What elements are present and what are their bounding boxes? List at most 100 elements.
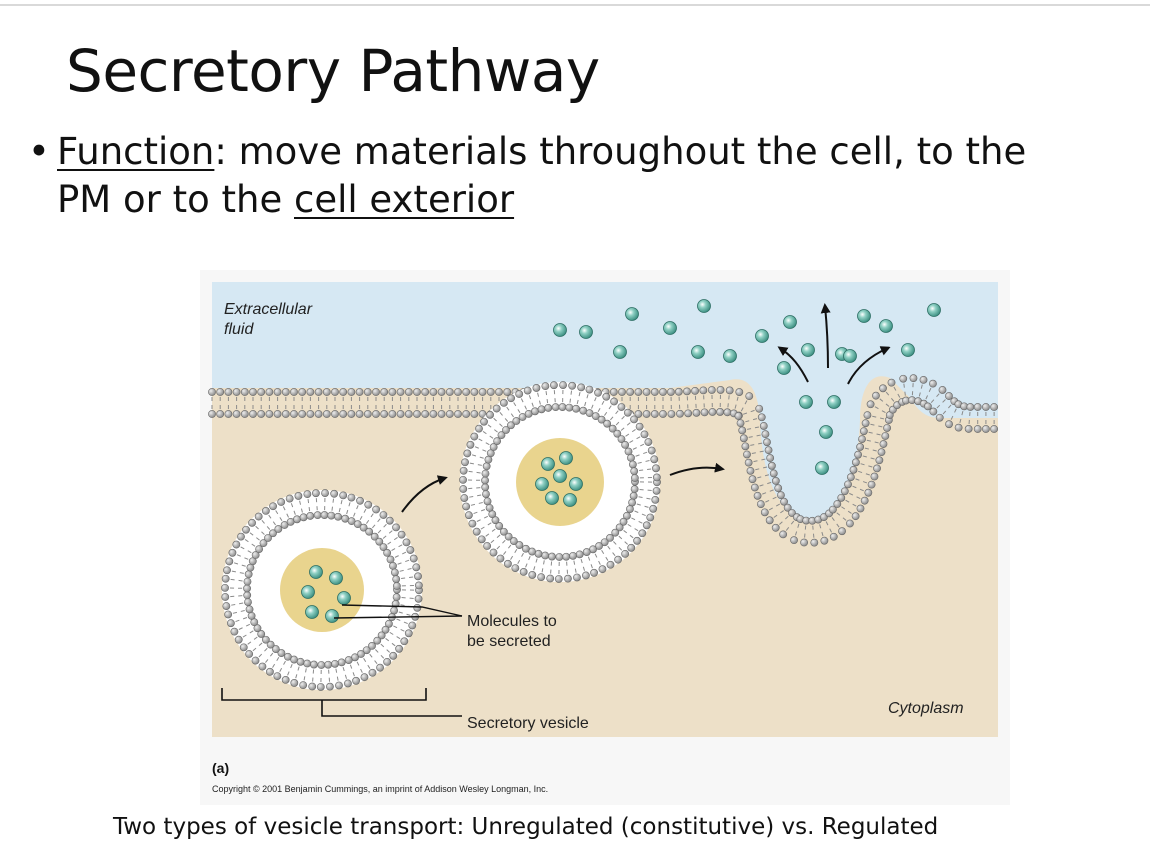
lipid-head	[692, 408, 701, 417]
lipid-head	[379, 543, 388, 552]
lipid-head	[271, 645, 280, 653]
lipid-head	[788, 509, 796, 517]
lipid-head	[390, 606, 399, 615]
lipid-head	[317, 661, 326, 669]
lipid-head	[243, 577, 252, 586]
lipid-head	[691, 386, 699, 395]
lipid-head	[532, 384, 541, 392]
lipid-head	[982, 403, 990, 411]
lipid-head	[846, 473, 855, 482]
lipid-head	[281, 388, 290, 396]
lipid-head	[875, 456, 884, 465]
lipid-head	[945, 420, 953, 429]
lipid-head	[483, 497, 492, 506]
lipid-head	[864, 488, 873, 497]
lipid-head	[652, 464, 660, 473]
lipid-head	[331, 388, 339, 396]
lipid-head	[497, 431, 506, 440]
lipid-head	[365, 527, 374, 536]
lipid-head	[363, 410, 372, 418]
lipid-head	[310, 660, 318, 669]
secreted-molecule	[799, 395, 813, 409]
lipid-head	[265, 410, 274, 418]
lipid-head	[466, 440, 475, 449]
lipid-head	[232, 540, 241, 549]
lipid-head	[228, 548, 237, 557]
secreted-molecule	[879, 319, 893, 333]
lipid-head	[470, 410, 479, 418]
lipid-head	[368, 668, 377, 677]
lipid-head	[254, 512, 263, 521]
lipid-head	[396, 388, 405, 396]
label-cytoplasm: Cytoplasm	[888, 700, 964, 717]
lipid-head	[537, 573, 546, 582]
lipid-head	[990, 403, 999, 411]
lipid-head	[478, 410, 487, 418]
lipid-head	[929, 407, 938, 416]
lipid-head	[306, 410, 315, 418]
lipid-head	[833, 500, 842, 508]
lipid-head	[459, 475, 467, 484]
lipid-head	[515, 541, 524, 549]
lipid-head	[537, 405, 546, 414]
lipid-head	[881, 432, 890, 440]
lipid-head	[232, 388, 241, 396]
lipid-head	[572, 404, 580, 413]
lipid-head	[347, 517, 356, 526]
lipid-head	[496, 554, 505, 563]
lipid-head	[558, 403, 567, 411]
lipid-head	[938, 386, 947, 394]
lipid-head	[389, 651, 398, 660]
panel-letter: (a)	[212, 760, 229, 776]
lipid-head	[273, 410, 282, 418]
bullet-line1-rest: : move materials throughout the cell, to…	[214, 130, 1027, 173]
lipid-head	[331, 410, 339, 418]
lipid-head	[738, 426, 747, 435]
lipid-head	[640, 430, 649, 439]
vesicle-lumen	[280, 548, 364, 632]
lipid-head	[872, 391, 880, 400]
lipid-head	[982, 425, 990, 433]
lipid-head	[459, 466, 468, 475]
lipid-head	[783, 503, 792, 512]
lipid-head	[746, 466, 755, 475]
lipid-head	[462, 410, 471, 418]
lipid-head	[863, 411, 872, 420]
lipid-head	[723, 408, 732, 417]
lipid-head	[266, 667, 274, 676]
lipid-head	[646, 513, 655, 522]
lipid-head	[462, 388, 471, 396]
lipid-head	[651, 496, 660, 504]
lipid-head	[460, 494, 469, 502]
lipid-heads	[221, 489, 423, 691]
secreted-molecule	[927, 303, 941, 317]
lipid-head	[590, 568, 598, 577]
lipid-heads	[459, 381, 661, 583]
lipid-head	[647, 446, 656, 455]
lipid-head	[402, 538, 411, 547]
lipid-head	[257, 388, 266, 396]
lipid-head	[879, 384, 887, 393]
lipid-tails	[229, 498, 415, 683]
lipid-head	[223, 566, 231, 575]
lipid-head	[293, 515, 301, 524]
lipid-head	[769, 469, 778, 478]
secreted-molecule	[783, 315, 797, 329]
lipid-head	[744, 458, 753, 467]
lipid-head	[216, 388, 225, 396]
lipid-head	[296, 657, 305, 666]
lipid-head	[667, 410, 676, 418]
secretory-vesicle-free	[221, 489, 423, 691]
vesicle-bracket	[221, 688, 427, 701]
lipid-head	[337, 658, 346, 667]
lipid-head	[600, 538, 609, 547]
lipid-head	[642, 388, 651, 396]
lipid-head	[628, 498, 637, 507]
lipid-head	[472, 527, 481, 536]
lipid-head	[303, 490, 312, 499]
lipid-head	[368, 642, 376, 650]
lipid-head	[582, 571, 590, 580]
lipid-head	[421, 388, 430, 396]
lipid-head	[400, 637, 409, 646]
lipid-head	[239, 643, 248, 652]
